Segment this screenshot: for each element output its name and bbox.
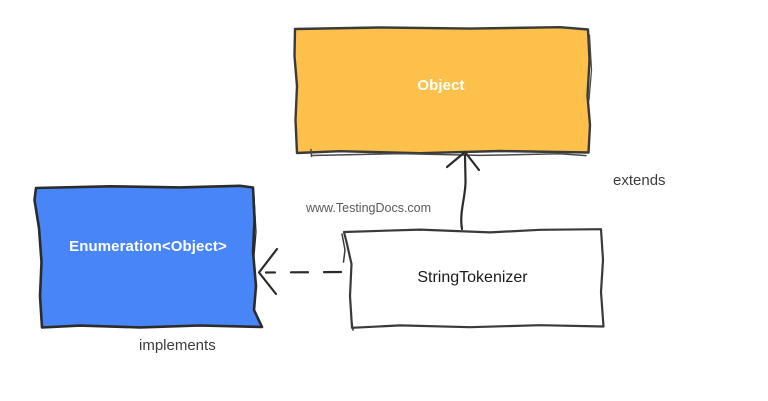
node-stringtokenizer-shape [342, 228, 605, 329]
node-object-sketch-corner [310, 148, 313, 158]
node-object-label: Object [417, 77, 465, 94]
edge-extends-label: extends [613, 172, 666, 189]
node-stringtokenizer-sketch-left [341, 233, 346, 263]
node-object-sketch-right [588, 34, 593, 101]
watermark-text: www.TestingDocs.com [306, 201, 432, 215]
edge-extends-line [460, 153, 467, 231]
node-enumeration-label: Enumeration<Object> [69, 238, 227, 255]
node-object-sketch-bottom [311, 152, 587, 157]
node-enumeration[interactable] [33, 184, 264, 329]
node-enumeration-sketch-right [252, 195, 257, 263]
edge-extends[interactable] [445, 150, 481, 231]
edge-implements[interactable] [257, 247, 343, 296]
edge-extends-arrowhead [445, 150, 481, 172]
node-enumeration-shape [33, 184, 264, 329]
node-object-shape [293, 26, 592, 155]
node-stringtokenizer-sketch-corner [350, 319, 354, 331]
node-stringtokenizer-label: StringTokenizer [417, 269, 528, 286]
node-stringtokenizer[interactable] [341, 228, 605, 331]
edge-implements-arrowhead [257, 247, 279, 296]
node-object[interactable] [293, 26, 593, 158]
edge-implements-line [264, 270, 343, 274]
edge-implements-label: implements [139, 337, 216, 354]
